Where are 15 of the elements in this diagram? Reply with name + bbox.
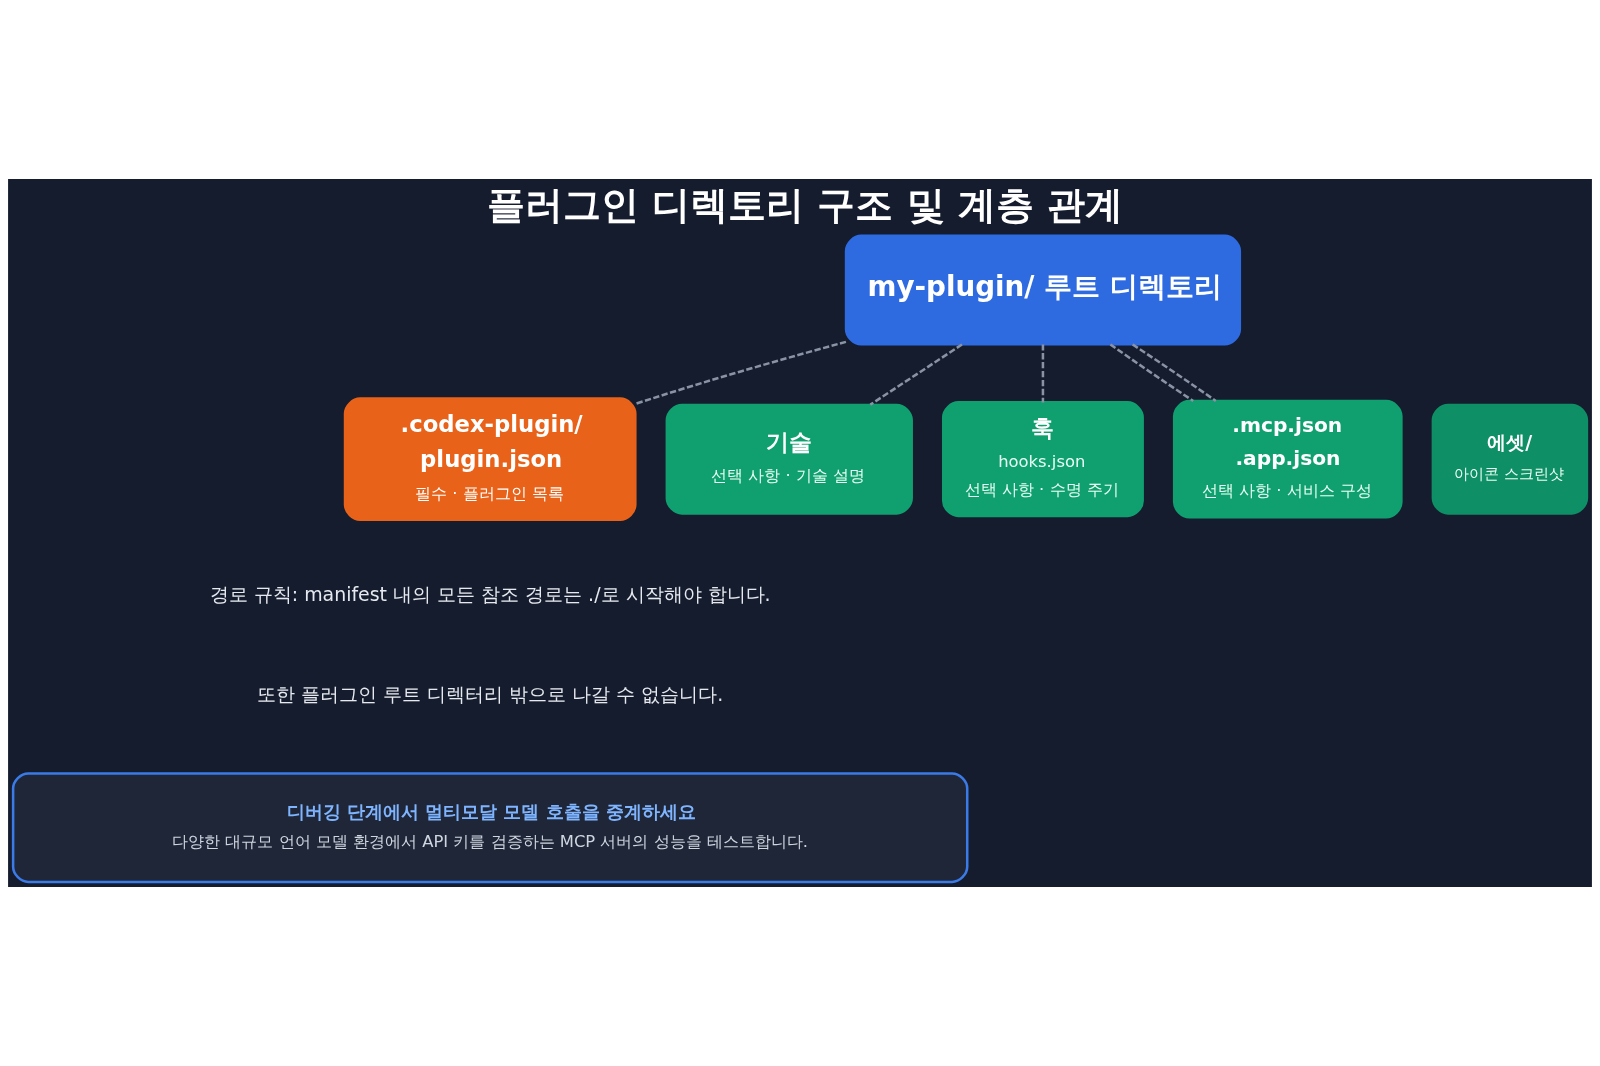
node-box: 에셋/ 아이콘 스크린샷 xyxy=(1431,403,1589,515)
node-box: 기술 선택 사항 · 기술 설명 xyxy=(665,403,913,515)
node-box: .codex-plugin/ plugin.json 필수 · 플러그인 목록 xyxy=(343,397,637,521)
label: 또한 플러그인 루트 디렉터리 밖으로 나갈 수 없습니다. xyxy=(257,682,724,705)
connector xyxy=(1041,344,1045,403)
node-box: 디버깅 단계에서 멀티모달 모델 호출을 중계하세요 다양한 대규모 언어 모델 환경에서 API 키를 검증하는 MCP 서버의 성능을 테스트합니다. xyxy=(11,772,969,884)
node-box: 훅 hooks.json 선택 사항 · 수명 주기 xyxy=(942,401,1144,518)
connector xyxy=(635,340,847,406)
connector xyxy=(1109,343,1194,402)
label: 경로 규칙: manifest 내의 모든 참조 경로는 ./로 시작해야 합니다. xyxy=(209,583,771,606)
diagram-title: 플러그인 디렉토리 구조 및 계층 관계 xyxy=(487,183,1123,228)
connector xyxy=(1131,343,1217,402)
node-box: my-plugin/ 루트 디렉토리 xyxy=(844,234,1242,346)
connector xyxy=(869,343,963,406)
node-box: .mcp.json .app.json 선택 사항 · 서비스 구성 xyxy=(1172,399,1403,519)
